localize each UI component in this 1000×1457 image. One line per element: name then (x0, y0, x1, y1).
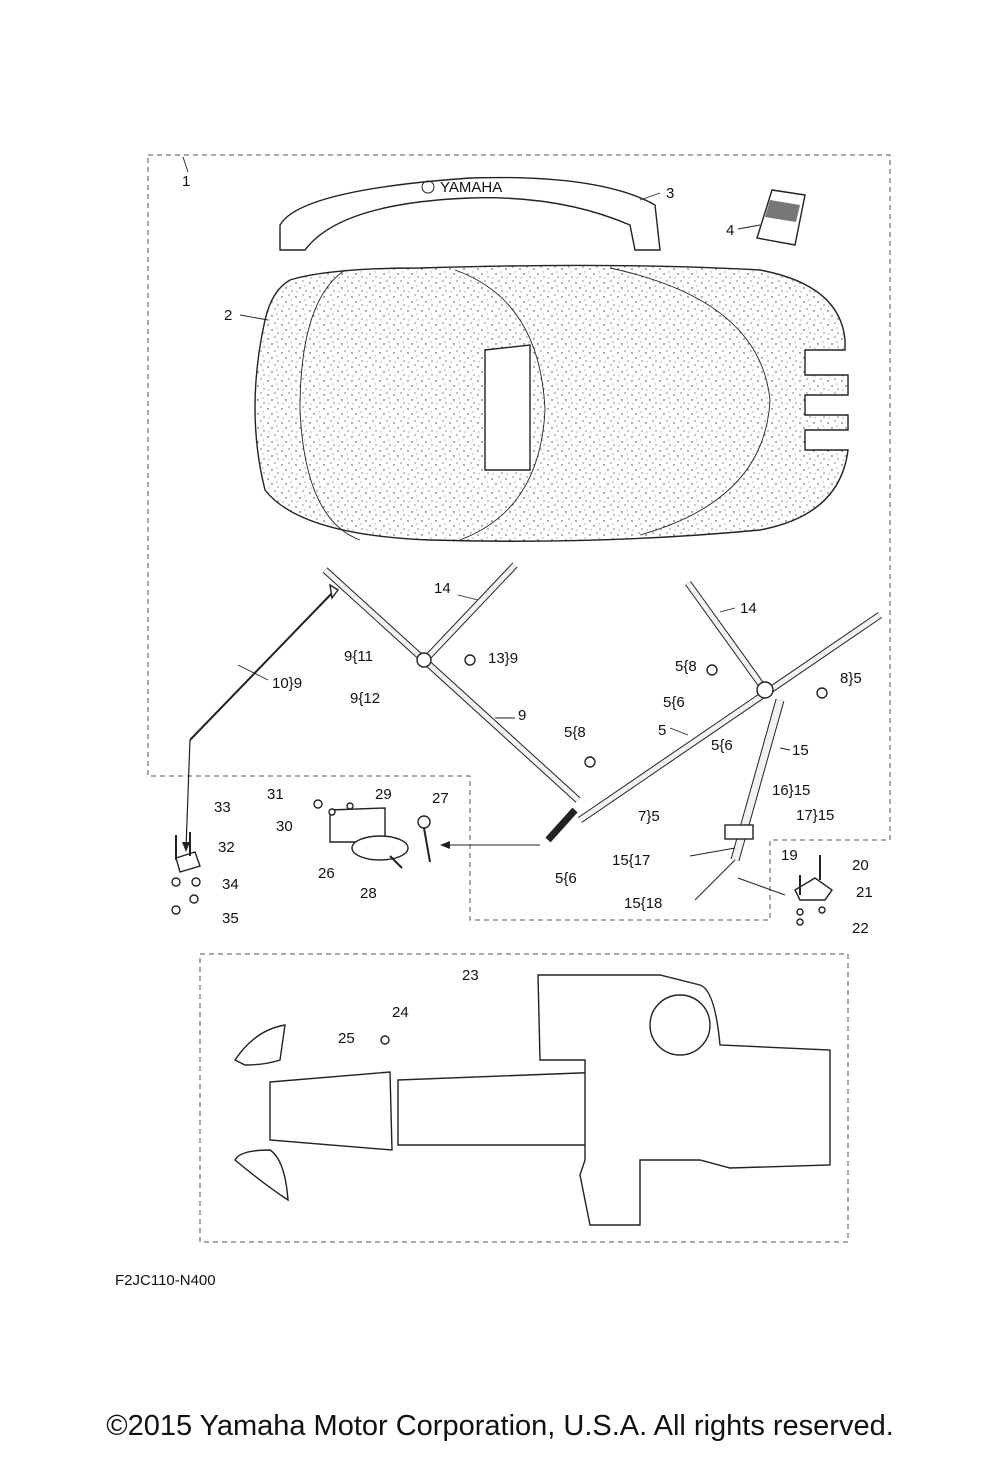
callout-13-9: 13}9 (488, 650, 518, 667)
callout-27: 27 (432, 790, 449, 807)
callout-34: 34 (222, 876, 239, 893)
cover-handle-bar: YAMAHA (279, 176, 661, 251)
copyright-notice: ©2015 Yamaha Motor Corporation, U.S.A. A… (106, 1410, 894, 1442)
boat-cover (254, 264, 849, 542)
hardware-bits (171, 652, 833, 926)
callout-9-11: 9{11 (344, 648, 373, 665)
callout-8-5: 8}5 (840, 670, 862, 687)
callout-10-9: 10}9 (272, 675, 302, 692)
callout-1: 1 (182, 173, 190, 190)
callout-5: 5 (658, 722, 666, 739)
callout-5-8-bottom: 5{8 (564, 724, 586, 741)
callout-28: 28 (360, 885, 377, 902)
callout-25: 25 (338, 1030, 355, 1047)
callout-19: 19 (781, 847, 798, 864)
callout-30: 30 (276, 818, 293, 835)
callout-29: 29 (375, 786, 392, 803)
callout-33: 33 (214, 799, 231, 816)
callout-15-18: 15{18 (624, 895, 662, 912)
callout-22: 22 (852, 920, 869, 937)
callout-20: 20 (852, 857, 869, 874)
floor-mats (233, 974, 831, 1226)
callout-7-5: 7}5 (638, 808, 660, 825)
callout-35: 35 (222, 910, 239, 927)
label-tag (756, 189, 806, 246)
callout-14-right: 14 (740, 600, 757, 617)
callout-31: 31 (267, 786, 284, 803)
callout-5-6-bottom: 5{6 (555, 870, 577, 887)
callout-15: 15 (792, 742, 809, 759)
figure-code: F2JC110-N400 (115, 1272, 216, 1289)
callout-14-left: 14 (434, 580, 451, 597)
bow-frame (182, 562, 882, 862)
callout-5-8-top: 5{8 (675, 658, 697, 675)
mat-kit-boundary (199, 953, 849, 1243)
callout-4: 4 (726, 222, 734, 239)
callout-9-12: 9{12 (350, 690, 380, 707)
callout-21: 21 (856, 884, 873, 901)
callout-15-17: 15{17 (612, 852, 650, 869)
callout-5-6-mid: 5{6 (711, 737, 733, 754)
callout-26: 26 (318, 865, 335, 882)
callout-23: 23 (462, 967, 479, 984)
callout-32: 32 (218, 839, 235, 856)
leader-lines (182, 156, 791, 751)
callout-17-15: 17}15 (796, 807, 834, 824)
callout-5-6-top: 5{6 (663, 694, 685, 711)
callout-2: 2 (224, 307, 232, 324)
callout-9: 9 (518, 707, 526, 724)
callout-24: 24 (392, 1004, 409, 1021)
callout-16-15: 16}15 (772, 782, 810, 799)
callout-labels: 1 2 3 4 14 14 9{11 9{12 13}9 10}9 9 5{8 … (182, 173, 873, 1047)
brand-mark: YAMAHA (440, 179, 502, 196)
callout-3: 3 (666, 185, 674, 202)
